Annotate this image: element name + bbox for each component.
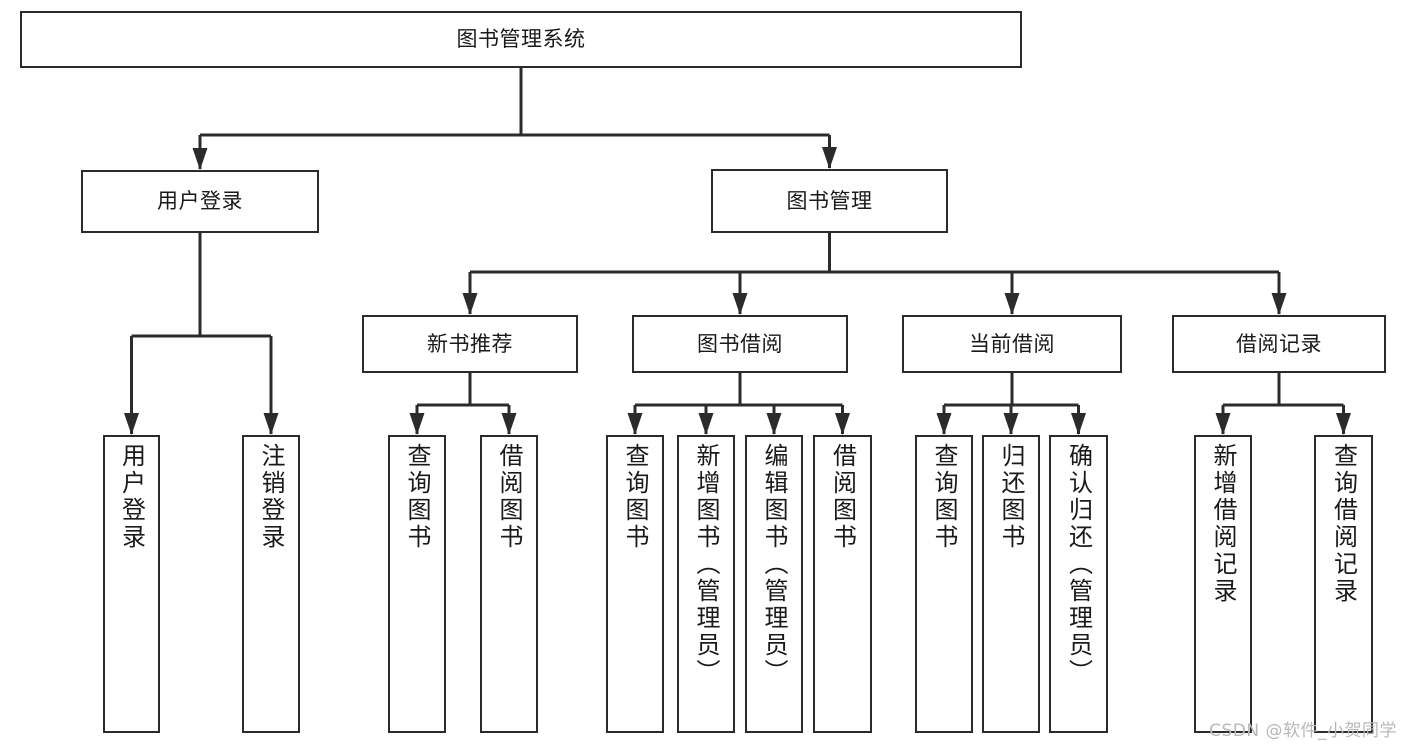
arrow-icon-leaf-borrow-book-2 (835, 413, 850, 435)
node-new-book-rec[interactable]: 新书推荐 (362, 315, 578, 373)
arrow-icon-leaf-return-book (1003, 413, 1019, 435)
arrow-icon-book-manage (822, 147, 837, 169)
node-label: 新书推荐 (427, 331, 513, 356)
arrow-icon-borrow-record (1271, 293, 1287, 315)
arrow-icon-leaf-logout (263, 413, 279, 435)
node-label: 当前借阅 (969, 331, 1055, 356)
node-leaf-add-record[interactable]: 新增借阅记录 (1194, 435, 1252, 733)
node-label: 新增图书（管理员） (692, 443, 720, 686)
node-label: 借阅图书 (495, 443, 523, 551)
node-label: 借阅图书 (828, 443, 857, 551)
node-book-manage[interactable]: 图书管理 (711, 169, 948, 233)
arrow-icon-new-book-rec (462, 293, 478, 315)
arrow-icon-leaf-query-book-1 (409, 413, 425, 435)
node-borrow-record[interactable]: 借阅记录 (1172, 315, 1386, 373)
node-leaf-confirm-return[interactable]: 确认归还（管理员） (1049, 435, 1108, 733)
arrow-icon-current-borrow (1004, 293, 1020, 315)
node-leaf-query-book-3[interactable]: 查询图书 (915, 435, 973, 733)
node-label: 用户登录 (157, 189, 243, 214)
node-label: 查询图书 (403, 443, 431, 551)
node-leaf-edit-book[interactable]: 编辑图书（管理员） (745, 435, 803, 733)
arrow-icon-leaf-edit-book (766, 413, 782, 435)
node-label: 借阅记录 (1236, 331, 1322, 356)
node-label: 归还图书 (997, 443, 1025, 551)
node-leaf-return-book[interactable]: 归还图书 (982, 435, 1040, 733)
node-leaf-add-book[interactable]: 新增图书（管理员） (677, 435, 735, 733)
arrow-icon-leaf-add-record (1215, 413, 1231, 435)
arrow-icon-leaf-add-book (698, 413, 714, 435)
node-root[interactable]: 图书管理系统 (20, 11, 1022, 68)
watermark: CSDN @软件_小贺同学 (1209, 721, 1397, 741)
arrow-icon-leaf-query-book-2 (627, 413, 643, 435)
node-label: 图书管理 (786, 188, 873, 213)
node-user-login[interactable]: 用户登录 (81, 170, 319, 233)
node-label: 注销登录 (257, 443, 285, 551)
node-label: 图书管理系统 (456, 27, 586, 52)
node-leaf-borrow-book-1[interactable]: 借阅图书 (480, 435, 538, 733)
node-label: 查询借阅记录 (1329, 443, 1358, 605)
node-leaf-query-book-2[interactable]: 查询图书 (606, 435, 664, 733)
node-leaf-query-record[interactable]: 查询借阅记录 (1314, 435, 1373, 733)
node-book-borrow[interactable]: 图书借阅 (632, 315, 848, 373)
node-label: 编辑图书（管理员） (760, 443, 788, 686)
arrow-icon-leaf-query-record (1336, 413, 1351, 435)
arrow-icon-leaf-query-book-3 (936, 413, 952, 435)
node-leaf-query-book-1[interactable]: 查询图书 (388, 435, 446, 733)
arrow-icon-leaf-borrow-book-1 (501, 413, 517, 435)
node-current-borrow[interactable]: 当前借阅 (902, 315, 1122, 373)
node-label: 图书借阅 (697, 331, 783, 356)
node-label: 用户登录 (117, 443, 146, 551)
arrow-icon-leaf-confirm-return (1071, 413, 1086, 435)
arrow-icon-leaf-user-login (124, 413, 139, 435)
node-leaf-user-login[interactable]: 用户登录 (103, 435, 160, 733)
node-label: 查询图书 (930, 443, 958, 551)
arrow-icon-book-borrow (732, 293, 748, 315)
arrow-icon-user-login (192, 148, 208, 170)
node-label: 确认归还（管理员） (1064, 443, 1093, 686)
node-leaf-borrow-book-2[interactable]: 借阅图书 (813, 435, 872, 733)
node-leaf-logout[interactable]: 注销登录 (242, 435, 300, 733)
node-label: 查询图书 (621, 443, 649, 551)
node-label: 新增借阅记录 (1209, 443, 1237, 605)
